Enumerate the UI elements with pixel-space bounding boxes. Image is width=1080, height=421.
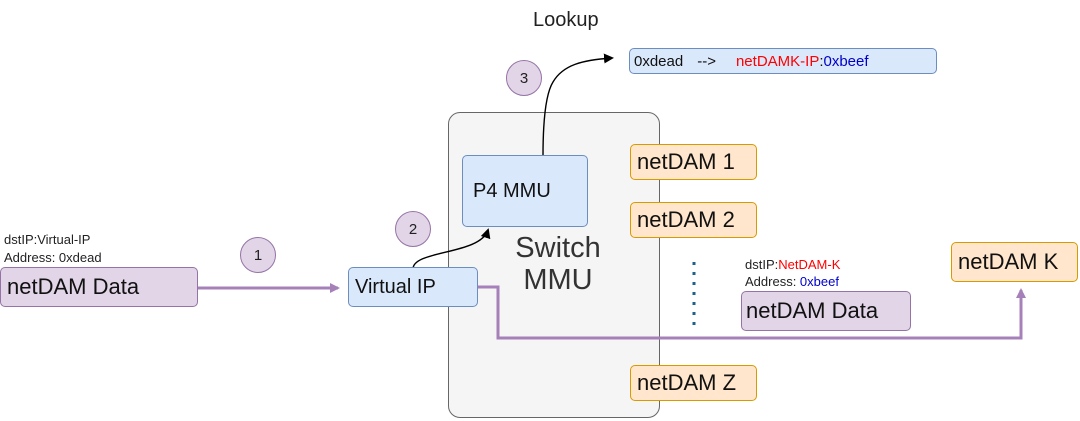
source-netdam-data: netDAM Data xyxy=(0,267,198,307)
lookup-entry-target: netDAMK-IP xyxy=(735,52,820,70)
rewritten-netdam-data: netDAM Data xyxy=(741,291,911,331)
netdam-node-z: netDAM Z xyxy=(630,365,757,401)
p4-mmu-box: P4 MMU xyxy=(462,155,588,227)
step-3-badge: 3 xyxy=(506,60,542,96)
step-2-badge: 2 xyxy=(395,211,431,247)
lookup-entry-address: 0xdead xyxy=(634,52,684,70)
flow-arrow-virtual-ip-to-netdam-k xyxy=(478,285,1026,340)
netdam-node-1: netDAM 1 xyxy=(630,144,757,180)
rewritten-addr-prefix: Address: xyxy=(745,274,800,289)
lookup-arrow-p4-to-table xyxy=(542,53,614,157)
rewritten-address: Address: 0xbeef xyxy=(745,273,839,290)
source-dst-ip: dstIP:Virtual-IP xyxy=(4,232,91,247)
lookup-entry-separator: : xyxy=(819,52,824,70)
lookup-entry-arrow: --> xyxy=(697,52,716,70)
virtual-ip-box: Virtual IP xyxy=(348,267,478,307)
netdam-node-k: netDAM K xyxy=(951,242,1078,282)
rewritten-dst-prefix: dstIP: xyxy=(745,257,779,272)
lookup-entry-target-address: 0xbeef xyxy=(823,52,869,70)
lookup-table-entry: 0xdead --> netDAMK-IP:0xbeef xyxy=(629,48,937,74)
rewritten-dst-ip: dstIP:NetDAM-K xyxy=(745,256,840,273)
switch-mmu-label: Switch MMU xyxy=(515,232,601,296)
rewritten-dst-value: NetDAM-K xyxy=(778,257,841,272)
step-1-badge: 1 xyxy=(240,237,276,273)
netdam-node-2: netDAM 2 xyxy=(630,202,757,238)
lookup-arrow-virtual-ip-to-p4 xyxy=(412,228,491,270)
rewritten-addr-value: 0xbeef xyxy=(799,274,839,289)
source-address: Address: 0xdead xyxy=(4,250,102,265)
lookup-title: Lookup xyxy=(533,9,599,31)
